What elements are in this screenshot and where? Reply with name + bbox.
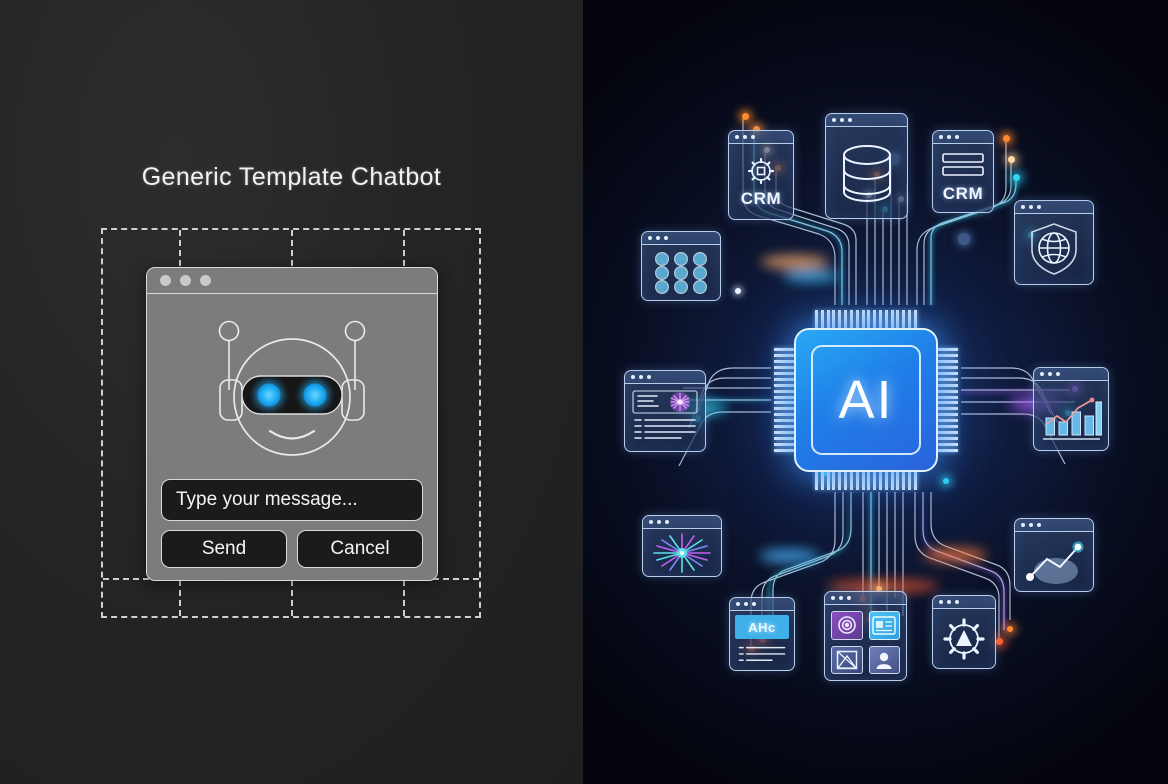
app-icon-grid-dots[interactable] [641,231,721,301]
app-icon-crm-list[interactable]: CRM [932,130,994,213]
icon-body [642,245,720,300]
globe-icon [1031,223,1077,275]
firework-icon [653,532,711,573]
app-icon-database[interactable] [825,113,908,219]
sparkle-doc-icon [632,390,698,439]
list-lines-icon [942,153,984,176]
gear-play-icon [943,617,985,660]
icon-titlebar [1015,519,1093,532]
icon-body [1015,532,1093,591]
app-icon-gear-play[interactable] [932,595,996,669]
left-panel-wireframe: Generic Template Chatbot [0,0,583,784]
gear-icon [747,157,775,184]
chat-action-row: Send Cancel [161,530,423,568]
app-icon-globe[interactable] [1014,200,1094,285]
window-dot-close[interactable] [160,275,171,286]
icon-body: AHc [730,611,794,670]
app-icon-crm-gear[interactable]: CRM [728,130,794,220]
app-icon-app-tiles[interactable] [824,591,907,681]
tiles-grid [831,611,900,674]
send-button[interactable]: Send [161,530,287,568]
icon-titlebar [933,596,995,609]
ai-chip[interactable]: AI [794,328,938,472]
ai-chip-inner-frame: AI [811,345,921,455]
icon-body [643,529,721,576]
app-icon-doc-sparkle[interactable] [624,370,706,452]
robot-smile [268,429,316,440]
icon-titlebar [825,592,906,605]
icon-label: CRM [740,188,782,208]
icon-titlebar [730,598,794,611]
icon-titlebar [625,371,705,384]
ai-chip-label: AI [838,370,894,430]
icon-body [1015,214,1093,284]
text-doc-banner: AHc [735,615,789,640]
icon-body [825,605,906,680]
chip-pins-right [938,348,958,452]
window-titlebar [147,268,437,294]
message-input-placeholder: Type your message... [176,489,358,510]
icon-titlebar [642,232,720,245]
app-icon-text-doc[interactable]: AHc [729,597,795,671]
page-title: Generic Template Chatbot [141,163,442,191]
robot-avatar-container [161,304,423,479]
chatbot-body: Type your message... Send Cancel [147,294,437,580]
icon-titlebar [826,114,907,127]
tile-user-icon[interactable] [868,645,900,674]
icon-titlebar [1015,201,1093,214]
grid-dots-icon [654,251,707,294]
line-chart-icon [1026,540,1084,584]
bar-chart-icon [1043,397,1102,440]
message-input[interactable]: Type your message... [161,479,423,521]
window-dot-maximize[interactable] [200,275,211,286]
icon-body: CRM [933,144,993,212]
chatbot-window: Type your message... Send Cancel [146,267,438,581]
tile-image-icon[interactable] [831,645,863,674]
right-panel-ai-illustration: AI [583,0,1168,784]
tile-card-icon[interactable] [868,611,900,640]
icon-body [625,384,705,451]
robot-eye-left [257,383,281,406]
robot-eye-right [303,383,327,406]
text-lines-icon [738,647,786,662]
robot-avatar [218,320,366,456]
icon-body: CRM [729,144,793,219]
app-icon-bar-chart[interactable] [1033,367,1109,451]
cancel-button[interactable]: Cancel [297,530,423,568]
icon-body [1034,381,1108,450]
icon-titlebar [1034,368,1108,381]
icon-titlebar [729,131,793,144]
chip-pins-top [815,310,917,329]
icon-titlebar [643,516,721,529]
window-dot-minimize[interactable] [180,275,191,286]
chip-pins-left [774,348,794,452]
app-icon-firework[interactable] [642,515,722,577]
icon-label: CRM [942,184,984,203]
icon-label: AHc [748,619,776,635]
icon-body [933,609,995,668]
tile-target-icon[interactable] [831,611,863,640]
icon-titlebar [933,131,993,144]
database-icon [842,144,891,202]
icon-body [826,127,907,218]
chip-pins-bottom [815,471,917,490]
app-icon-line-chart[interactable] [1014,518,1094,592]
